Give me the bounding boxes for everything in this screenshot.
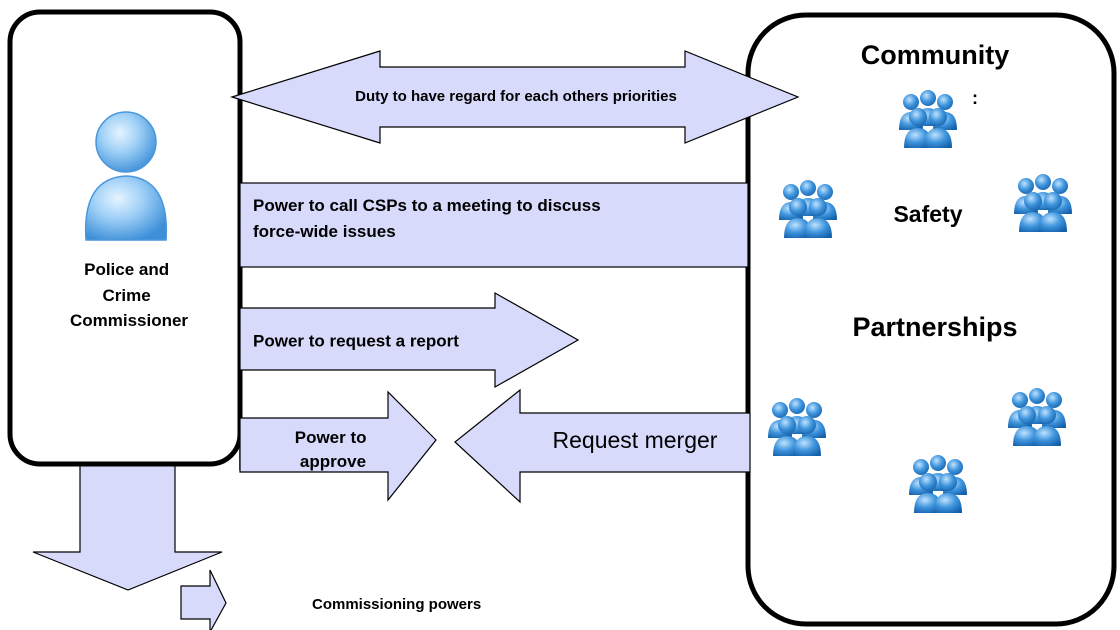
people-group-icon [1014,174,1072,232]
approve-label-line-1: Power to [295,428,367,447]
duty-double-arrow [229,50,800,144]
request-report-arrow [239,291,580,389]
request-merger-arrow [454,388,751,504]
call-meeting-label: Power to call CSPs to a meeting to discu… [253,196,605,241]
request-merger-label: Request merger [553,427,718,453]
commissioner-label: Police and Crime Commissioner [70,260,188,330]
approve-label: Power to approve [295,428,372,471]
request-report-label: Power to request a report [253,331,459,350]
people-group-icon [768,398,826,456]
person-icon [84,111,168,241]
commissioning-down-arrow [32,449,223,591]
call-meeting-label-line-2: force-wide issues [253,222,396,241]
csp-box [745,12,1117,627]
csp-title-community: Community [861,40,1010,70]
commissioning-label: Commissioning powers [312,596,481,613]
people-group-icon [909,455,967,513]
commissioner-label-line-1: Police and [84,260,169,279]
commissioning-small-arrow [180,569,227,630]
duty-label: Duty to have regard for each others prio… [355,88,677,105]
call-meeting-label-line-1: Power to call CSPs to a meeting to discu… [253,196,601,215]
people-group-icon [1008,388,1066,446]
approve-arrow [239,390,437,502]
call-meeting-band [239,182,749,268]
commissioner-label-line-3: Commissioner [70,311,188,330]
people-group-icon [899,90,957,148]
people-group-icon [779,180,837,238]
csp-title-partnerships: Partnerships [852,312,1017,342]
commissioner-label-line-2: Crime [103,286,151,305]
approve-label-line-2: approve [300,452,366,471]
csp-title-safety: Safety [893,201,962,227]
stray-mark: : [972,88,978,108]
